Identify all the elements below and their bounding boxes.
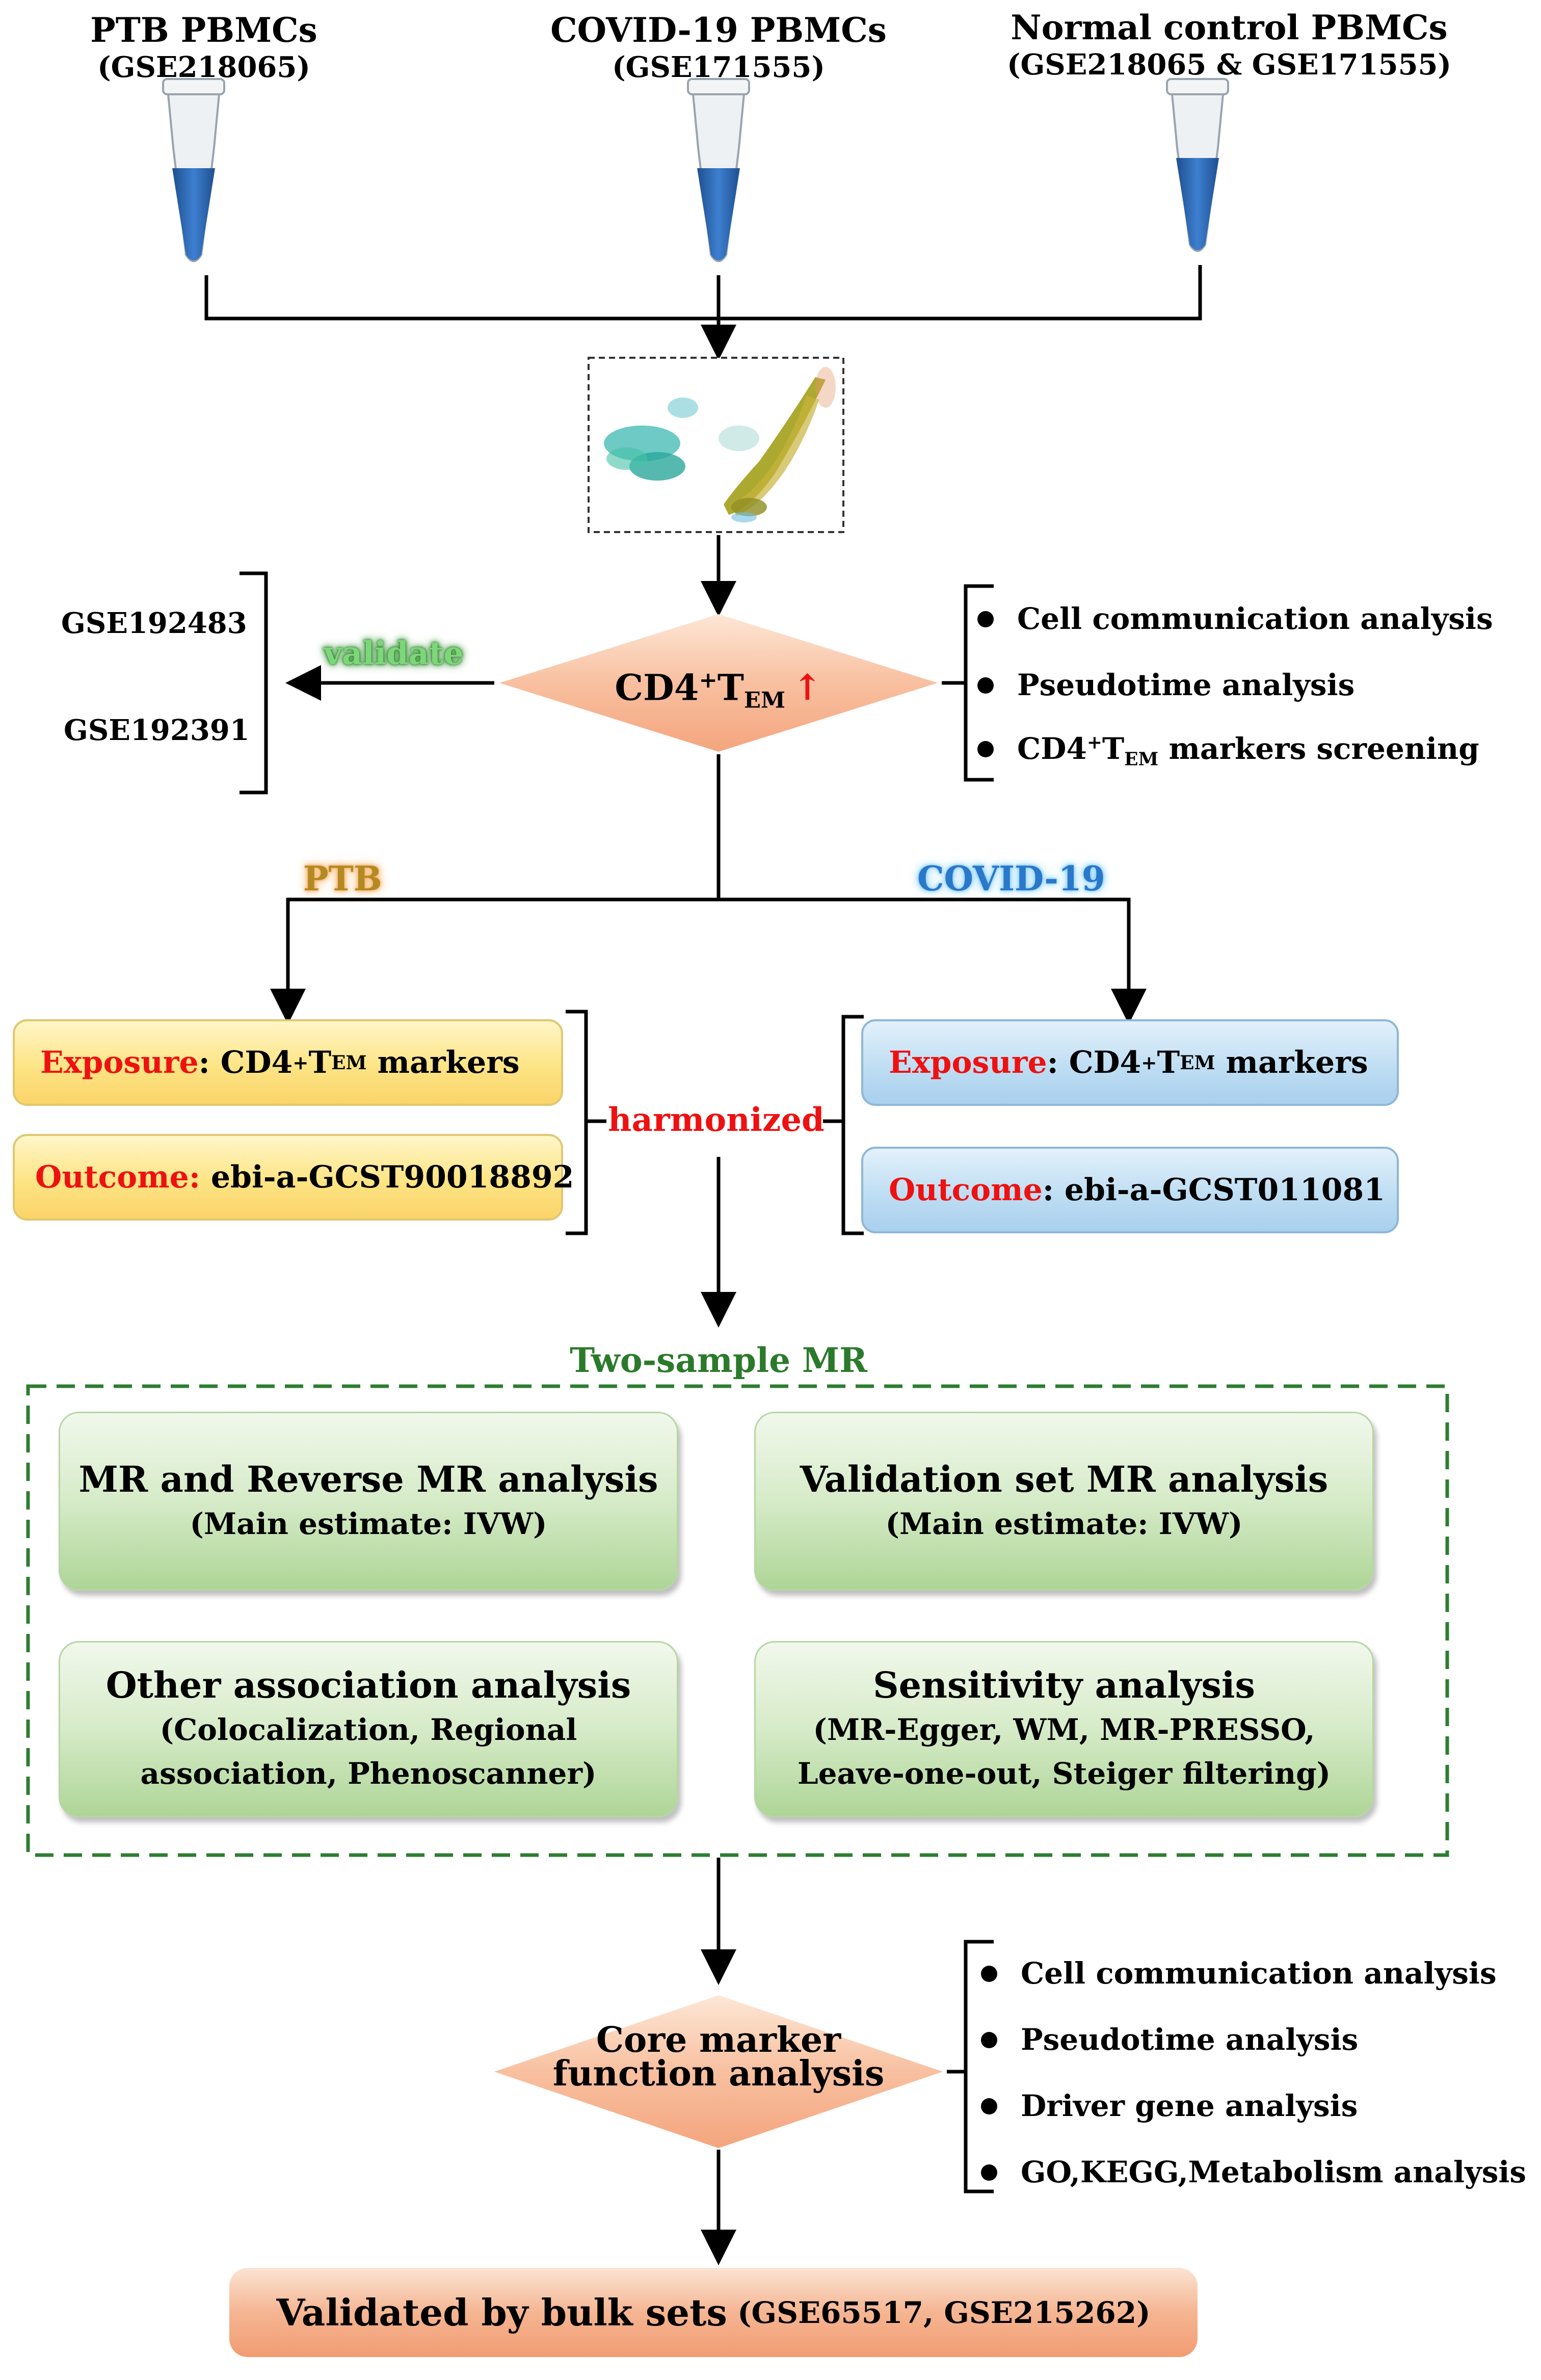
cd4-text: CD4 xyxy=(615,666,699,709)
bullet-icon xyxy=(977,677,994,694)
box-title: Sensitivity analysis xyxy=(873,1664,1255,1706)
bullet-icon xyxy=(977,741,994,757)
analysis-item: Driver gene analysis xyxy=(981,2088,1358,2123)
analysis-item: GO,KEGG,Metabolism analysis xyxy=(981,2155,1526,2189)
branch-label-covid: COVID-19 xyxy=(917,859,1105,898)
box-title: Validation set MR analysis xyxy=(800,1458,1329,1500)
source-title: COVID-19 PBMCs xyxy=(550,10,887,50)
final-detail-text: (GSE65517, GSE215262) xyxy=(727,2295,1151,2330)
other-association-box: Other association analysis (Colocalizati… xyxy=(59,1641,678,1817)
analysis-text: Cell communication analysis xyxy=(1021,1956,1497,1991)
bullet-icon xyxy=(981,1966,997,1982)
diamond-text-line: Core marker xyxy=(596,2020,841,2060)
cd4-tem-diamond xyxy=(499,614,938,752)
box-subtitle: association, Phenoscanner) xyxy=(140,1756,597,1791)
cd4-tem-label: CD4+TEM↑ xyxy=(566,657,871,723)
analysis-text: Pseudotime analysis xyxy=(1021,2022,1359,2057)
two-sample-mr-title: Two-sample MR xyxy=(570,1340,867,1380)
analysis-item: Pseudotime analysis xyxy=(981,2022,1358,2057)
tube-icon xyxy=(1166,78,1229,252)
up-arrow-icon: ↑ xyxy=(792,666,822,709)
subscript: EM xyxy=(743,687,786,713)
bullet-icon xyxy=(981,2164,997,2181)
validation-mr-box: Validation set MR analysis (Main estimat… xyxy=(754,1412,1374,1591)
analysis-item: Pseudotime analysis xyxy=(977,668,1354,702)
source-subtitle: (GSE218065 & GSE171555) xyxy=(1006,48,1452,82)
harmonized-label: harmonized xyxy=(608,1101,825,1139)
source-ptb: PTB PBMCs (GSE218065) xyxy=(46,10,362,85)
umap-scatter xyxy=(604,367,836,522)
two-sample-mr-frame xyxy=(26,1384,1449,1857)
source-normal-control: Normal control PBMCs (GSE218065 & GSE171… xyxy=(968,8,1490,82)
analysis-text: GO,KEGG,Metabolism analysis xyxy=(1021,2155,1527,2189)
box-title: Other association analysis xyxy=(105,1664,631,1706)
bullet-icon xyxy=(977,611,994,627)
analysis-text: Pseudotime analysis xyxy=(1017,668,1355,702)
exposure-label: Exposure xyxy=(889,1045,1047,1080)
analysis-item: CD4+TEM markers screening xyxy=(977,731,1479,770)
sensitivity-box: Sensitivity analysis (MR-Egger, WM, MR-P… xyxy=(754,1641,1374,1817)
superscript: + xyxy=(699,667,718,693)
source-covid: COVID-19 PBMCs (GSE171555) xyxy=(520,10,917,85)
analysis-item: Cell communication analysis xyxy=(981,1956,1497,1991)
source-title: PTB PBMCs xyxy=(90,10,317,50)
box-subtitle: (Main estimate: IVW) xyxy=(885,1506,1243,1541)
source-title: Normal control PBMCs xyxy=(1011,8,1448,47)
tube-icon xyxy=(687,78,750,262)
covid-outcome-box: Outcome: ebi-a-GCST011081 xyxy=(861,1147,1399,1233)
validation-dataset: GSE192391 xyxy=(64,713,250,747)
mr-reverse-box: MR and Reverse MR analysis (Main estimat… xyxy=(59,1412,678,1591)
source-subtitle: (GSE218065) xyxy=(97,50,310,84)
diamond-text-line: function analysis xyxy=(552,2053,885,2094)
ptb-outcome-box: Outcome: ebi-a-GCST90018892 xyxy=(13,1134,574,1221)
validation-dataset: GSE192483 xyxy=(61,606,247,640)
box-title: MR and Reverse MR analysis xyxy=(78,1458,658,1500)
final-main-text: Validated by bulk sets xyxy=(276,2291,727,2334)
analysis-text: Cell communication analysis xyxy=(1017,601,1493,636)
validate-label: validate xyxy=(324,634,464,672)
tube-icon xyxy=(162,78,225,262)
bullet-icon xyxy=(981,2098,997,2114)
core-marker-label: Core marker function analysis xyxy=(550,2023,887,2091)
final-validation-box: Validated by bulk sets (GSE65517, GSE215… xyxy=(229,2268,1198,2357)
outcome-label: Outcome: xyxy=(35,1159,200,1195)
box-subtitle: (MR-Egger, WM, MR-PRESSO, xyxy=(813,1712,1315,1747)
analysis-item: Cell communication analysis xyxy=(977,601,1493,636)
analysis-text: Driver gene analysis xyxy=(1021,2088,1358,2123)
box-subtitle: (Main estimate: IVW) xyxy=(190,1506,547,1541)
bullet-icon xyxy=(981,2032,997,2048)
outcome-label: Outcome xyxy=(889,1172,1043,1208)
branch-label-ptb: PTB xyxy=(303,859,382,898)
source-subtitle: (GSE171555) xyxy=(612,50,825,84)
t-text: T xyxy=(717,666,744,709)
box-subtitle: (Colocalization, Regional xyxy=(160,1712,577,1747)
core-marker-diamond xyxy=(494,1995,943,2148)
exposure-label: Exposure xyxy=(40,1045,199,1080)
box-subtitle: Leave-one-out, Steiger filtering) xyxy=(797,1756,1331,1791)
